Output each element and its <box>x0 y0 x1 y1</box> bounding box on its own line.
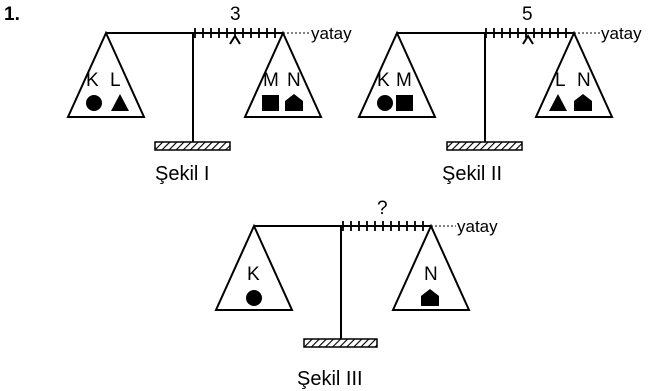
right-pan <box>243 30 323 118</box>
object-n-pentagon <box>285 94 303 111</box>
ground-base <box>154 141 231 151</box>
object-label-n: N <box>577 70 591 91</box>
figure-caption: Şekil II <box>442 163 502 185</box>
scale-3: yatay ? K N Şekil III <box>214 198 498 390</box>
figure-caption: Şekil III <box>297 368 363 390</box>
object-label-k: K <box>377 70 390 91</box>
horizontal-label: yatay <box>457 217 498 236</box>
object-n-pentagon <box>421 289 439 306</box>
object-label-n: N <box>424 264 438 285</box>
rider-weight <box>229 34 241 45</box>
object-k-circle <box>377 95 393 111</box>
figure-caption: Şekil I <box>155 163 209 185</box>
object-label-l: L <box>110 70 121 91</box>
beam-scale-ticks <box>194 28 276 38</box>
rider-weight <box>522 34 534 45</box>
question-number: 1. <box>4 4 20 25</box>
object-m-square <box>262 95 279 111</box>
scale-1: yatay 3 K L M N Şekil I <box>66 4 352 185</box>
object-l-triangle <box>111 94 129 111</box>
beam-scale-ticks <box>342 221 424 231</box>
object-label-m: M <box>263 70 279 91</box>
object-label-l: L <box>555 70 566 91</box>
object-n-pentagon <box>574 94 592 111</box>
ground-base <box>446 141 523 151</box>
horizontal-label: yatay <box>601 24 642 43</box>
right-pan <box>534 30 614 118</box>
object-label-n: N <box>287 70 301 91</box>
horizontal-label: yatay <box>311 24 352 43</box>
object-label-m: M <box>396 70 412 91</box>
ground-base <box>303 338 378 348</box>
object-k-circle <box>246 290 262 306</box>
left-pan <box>214 223 294 311</box>
scale-2: yatay 5 K M L N Şekil II <box>357 4 642 185</box>
right-pan <box>391 223 471 311</box>
object-label-k: K <box>247 264 260 285</box>
rider-position-label: 5 <box>522 4 533 25</box>
object-label-k: K <box>86 70 99 91</box>
left-pan <box>357 30 437 118</box>
left-pan <box>66 30 146 118</box>
rider-position-label: 3 <box>230 4 241 25</box>
unknown-position-label: ? <box>377 198 388 219</box>
object-m-square <box>396 95 413 111</box>
object-k-circle <box>86 95 102 111</box>
object-l-triangle <box>549 94 567 111</box>
